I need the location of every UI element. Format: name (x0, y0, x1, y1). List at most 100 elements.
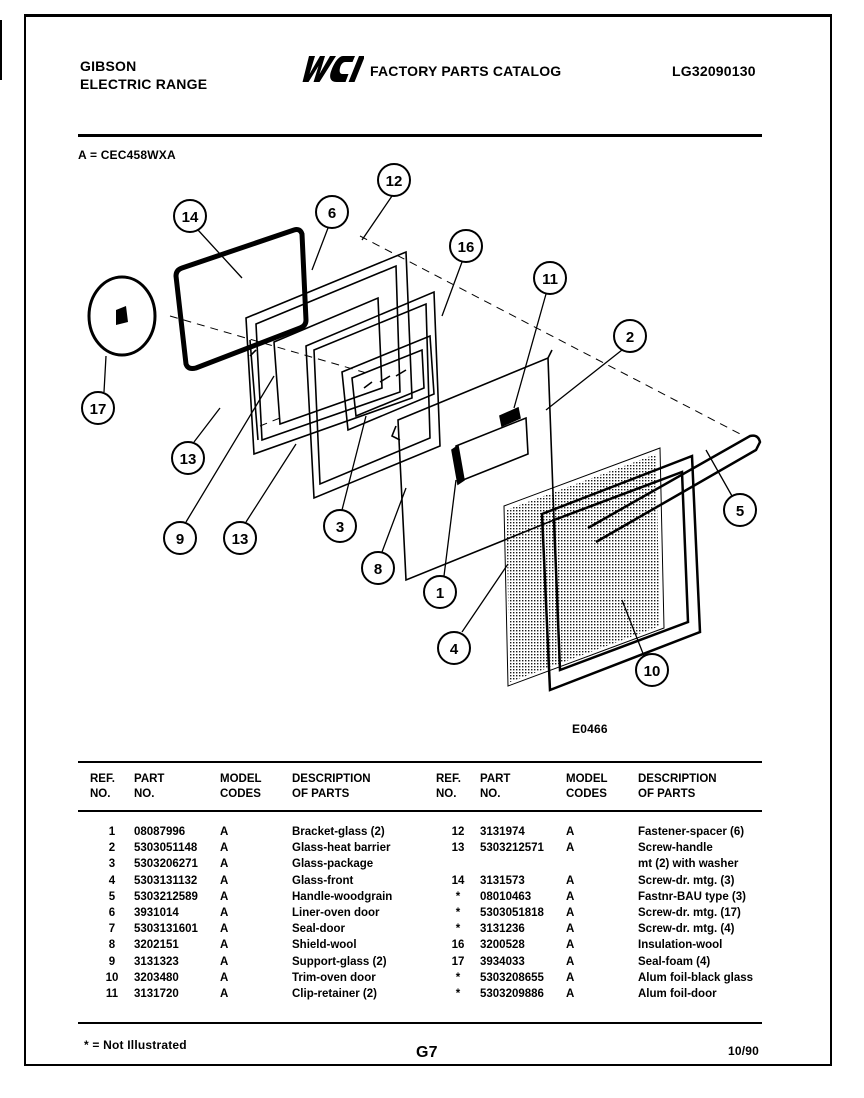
ref-cell: * (455, 988, 461, 1001)
description-cell: Alum foil-black glass (638, 971, 754, 984)
model-code-cell: A (566, 988, 575, 1001)
callout-7: 14 (173, 199, 207, 233)
ref-cell (436, 856, 480, 872)
description-cell: Seal-foam (4) (638, 955, 711, 968)
header-part: PART (134, 773, 165, 785)
liner-part (245, 250, 413, 456)
model-code-cell: A (220, 955, 229, 968)
description-cell: Screw-handle (638, 842, 713, 855)
header-model: MODEL (220, 773, 262, 785)
ref-cell: 12 (451, 826, 465, 838)
callout-11: 11 (533, 261, 567, 295)
model-code-cell: A (220, 923, 229, 936)
description-cell: Fastnr-BAU type (3) (638, 890, 746, 903)
ref-cell: * (455, 971, 461, 984)
description-cell: Fastener-spacer (6) (638, 826, 745, 838)
callout-17: 17 (81, 391, 115, 425)
model-code-cell: A (566, 971, 575, 984)
model-code-cell: A (220, 874, 229, 887)
ref-cell: 9 (108, 955, 116, 968)
svg-text:1: 1 (436, 585, 444, 602)
model-code-cell: A (220, 939, 229, 952)
part-number-cell: 3203480 (134, 971, 179, 984)
page-frame (24, 14, 832, 1066)
svg-text:4: 4 (450, 641, 459, 658)
model-line: A = CEC458WXA (78, 148, 176, 162)
part-number-cell: 3934033 (480, 955, 525, 968)
description-cell: Insulation-wool (638, 939, 723, 952)
model-code-cell (566, 856, 638, 872)
part-number-cell: 5303209886 (480, 988, 544, 1001)
description-cell: mt (2) with washer (638, 858, 739, 871)
description-cell: Alum foil-door (638, 988, 717, 1001)
ref-cell: 6 (108, 907, 116, 920)
ref-cell: * (455, 923, 461, 936)
revision-date: 10/90 (728, 1044, 760, 1058)
handle-part (587, 434, 762, 544)
svg-text:16: 16 (458, 239, 475, 256)
description-cell: Glass-front (292, 874, 354, 887)
description-cell: Shield-wool (292, 939, 357, 952)
catalog-number: LG32090130 (672, 63, 756, 79)
part-number-cell: 5303208655 (480, 971, 544, 984)
ref-cell: * (455, 907, 461, 920)
description-cell: Trim-oven door (292, 971, 376, 984)
model-code-cell: A (566, 826, 575, 838)
ref-cell: 2 (108, 842, 116, 855)
not-illustrated-note: * = Not Illustrated (84, 1038, 187, 1052)
header-codes: CODES (220, 788, 261, 800)
part-number-cell: 3131974 (480, 826, 525, 838)
ref-cell: 5 (108, 890, 116, 903)
callout-5: 5 (723, 493, 757, 527)
model-code-cell: A (566, 923, 575, 936)
svg-text:3: 3 (336, 519, 344, 536)
ref-cell: * (455, 890, 461, 903)
part-number-cell: 5303131601 (134, 923, 198, 936)
part-number-cell: 3131573 (480, 874, 525, 887)
callout-14: 13 (223, 521, 257, 555)
part-number-cell: 5303212589 (134, 890, 198, 903)
svg-text:6: 6 (328, 205, 336, 222)
model-code-cell: A (220, 826, 229, 838)
model-code-cell: A (220, 858, 229, 871)
model-code-cell: A (220, 907, 229, 920)
callout-2: 2 (613, 319, 647, 353)
ref-cell: 17 (451, 955, 465, 968)
ref-cell: 13 (451, 842, 465, 855)
svg-text:13: 13 (180, 451, 197, 468)
description-cell: Liner-oven door (292, 907, 380, 920)
callout-3: 3 (323, 509, 357, 543)
header-part: PART (480, 773, 511, 785)
callout-16: 16 (449, 229, 483, 263)
svg-text:9: 9 (176, 531, 184, 548)
model-code-cell: A (220, 890, 229, 903)
part-number-cell: 3131236 (480, 923, 525, 936)
header-description: DESCRIPTION (638, 773, 717, 785)
page-number: G7 (416, 1044, 438, 1061)
part-number-cell: 5303051148 (134, 842, 198, 855)
callout-1: 1 (423, 575, 457, 609)
callout-8: 8 (361, 551, 395, 585)
svg-text:5: 5 (736, 503, 744, 520)
model-code-cell: A (566, 955, 575, 968)
description-cell: Support-glass (2) (292, 955, 387, 968)
table-row: mt (2) with washer (436, 856, 788, 872)
header-codes: CODES (566, 788, 607, 800)
header-of-parts: OF PARTS (292, 788, 350, 800)
svg-text:2: 2 (626, 329, 634, 346)
table-row: * 5303208655 A Alum foil-black glass (436, 970, 788, 986)
insulation-part (305, 290, 441, 500)
model-code-cell: A (566, 907, 575, 920)
product-type: ELECTRIC RANGE (80, 76, 208, 92)
